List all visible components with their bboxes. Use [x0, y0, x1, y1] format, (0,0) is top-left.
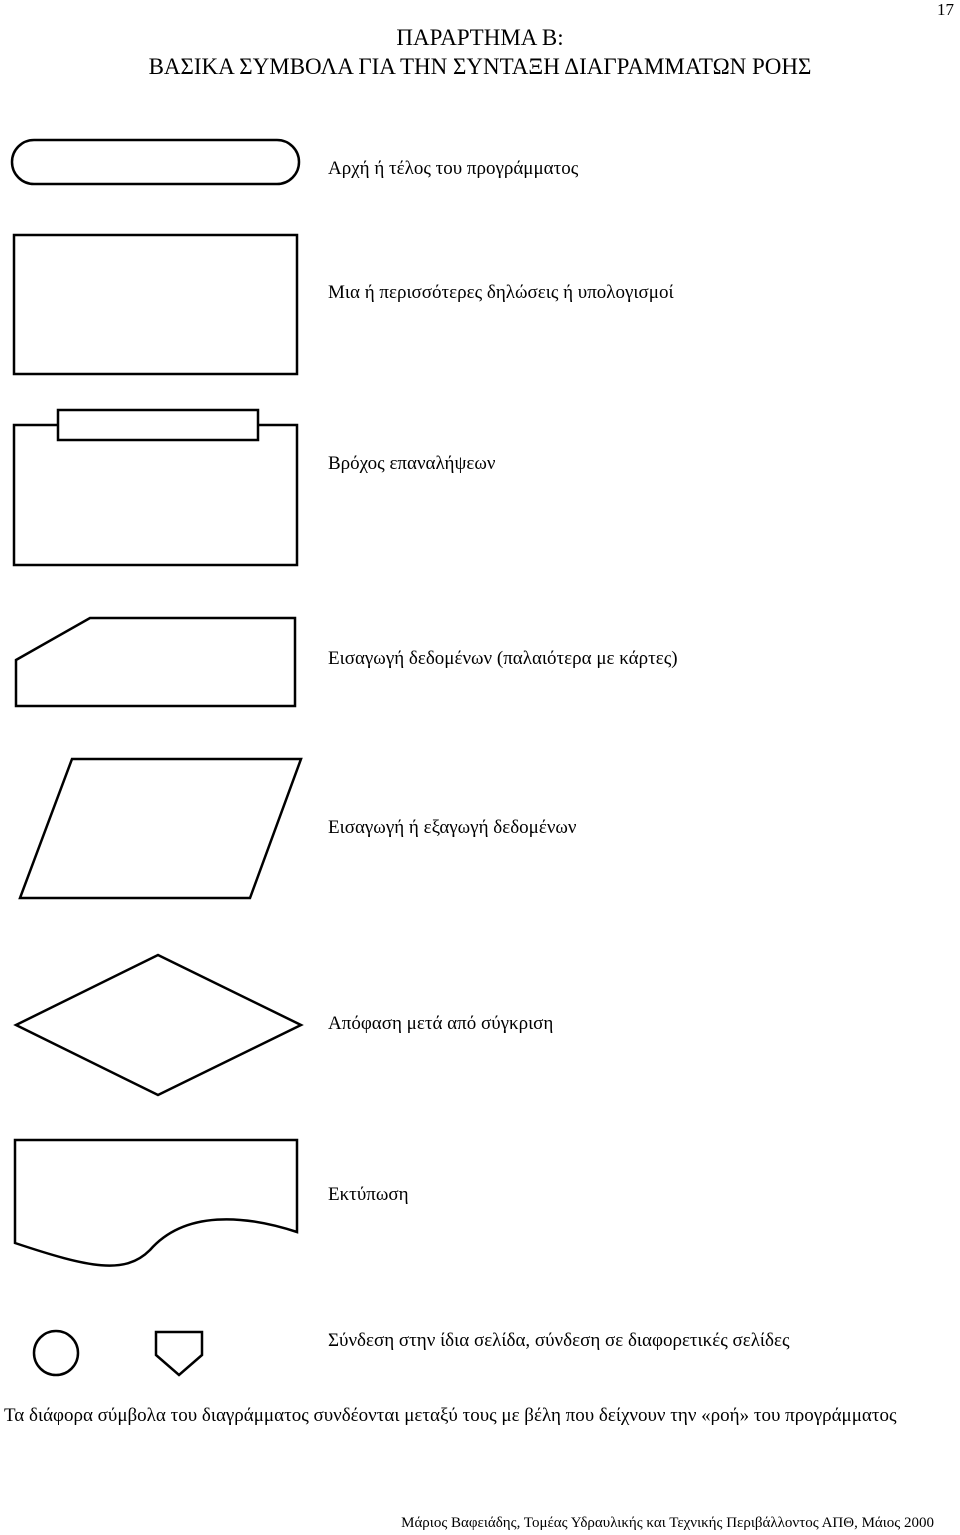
connectors-label: Σύνδεση στην ίδια σελίδα, σύνδεση σε δια… [328, 1330, 790, 1351]
input-output-symbol [18, 757, 303, 900]
punched-card-symbol [14, 616, 297, 708]
terminator-label: Αρχή ή τέλος του προγράμματος [328, 158, 579, 179]
loop-label: Βρόχος επαναλήψεων [328, 453, 496, 474]
page-number: 17 [937, 0, 954, 19]
decision-symbol [13, 953, 304, 1097]
page-footer: Μάριος Βαφειάδης, Τομέας Υδραυλικής και … [401, 1515, 934, 1531]
flow-note: Τα διάφορα σύμβολα του διαγράμματος συνδ… [4, 1405, 897, 1426]
loop-symbol [12, 408, 299, 567]
off-page-connector-symbol [154, 1330, 204, 1377]
terminator-symbol [10, 138, 301, 186]
document-label: Εκτύπωση [328, 1184, 409, 1205]
document-symbol [13, 1138, 299, 1267]
punched-card-label: Εισαγωγή δεδομένων (παλαιότερα με κάρτες… [328, 648, 678, 669]
appendix-title: ΠΑΡΑΡΤΗΜΑ Β: [396, 25, 564, 50]
appendix-subtitle: ΒΑΣΙΚΑ ΣΥΜΒΟΛΑ ΓΙΑ ΤΗΝ ΣΥΝΤΑΞΗ ΔΙΑΓΡΑΜΜΑ… [148, 54, 812, 79]
process-symbol [12, 233, 299, 376]
input-output-label: Εισαγωγή ή εξαγωγή δεδομένων [328, 817, 577, 838]
process-label: Μια ή περισσότερες δηλώσεις ή υπολογισμο… [328, 282, 674, 303]
decision-label: Απόφαση μετά από σύγκριση [328, 1013, 554, 1034]
on-page-connector-symbol [32, 1329, 80, 1377]
